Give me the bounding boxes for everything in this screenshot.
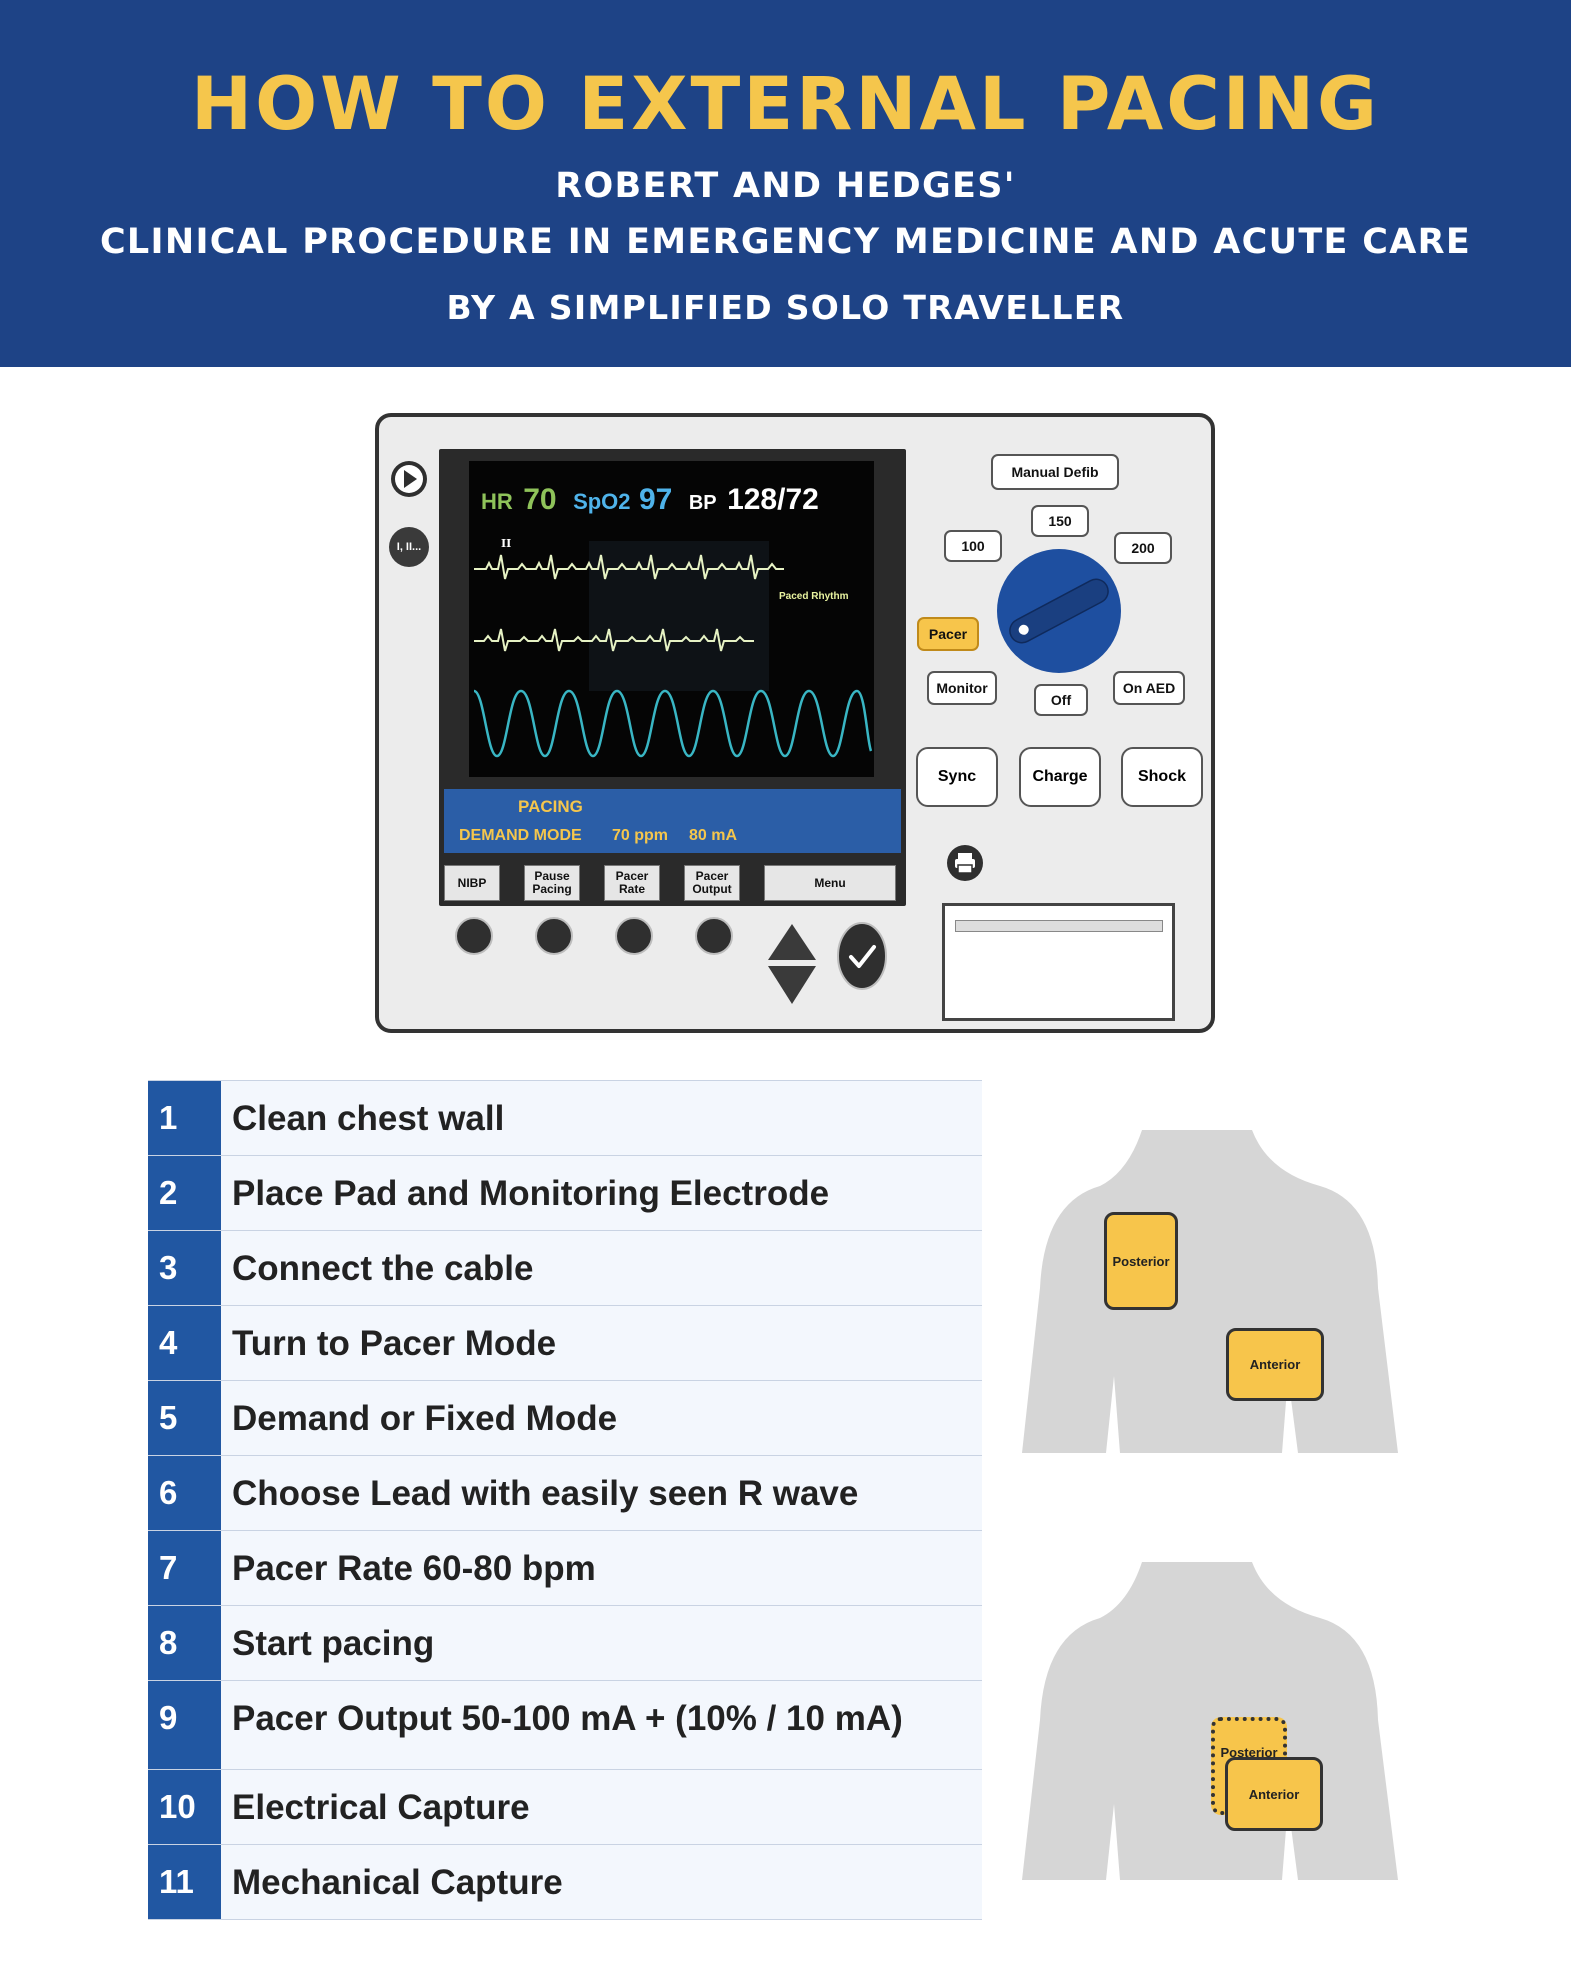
setting-150-joules[interactable]: 150	[1031, 505, 1089, 537]
step-row: 2 Place Pad and Monitoring Electrode	[148, 1156, 982, 1231]
softkey-pacer-output[interactable]: Pacer Output	[684, 865, 740, 901]
step-row: 6 Choose Lead with easily seen R wave	[148, 1456, 982, 1531]
softkey-menu[interactable]: Menu	[764, 865, 896, 901]
step-text: Connect the cable	[221, 1231, 982, 1305]
setting-200-joules[interactable]: 200	[1114, 532, 1172, 564]
step-text: Pacer Rate 60-80 bpm	[221, 1531, 982, 1605]
pad-anterior-aa: Anterior	[1225, 1757, 1323, 1831]
step-row: 9 Pacer Output 50-100 mA + (10% / 10 mA)	[148, 1681, 982, 1770]
step-row: 3 Connect the cable	[148, 1231, 982, 1306]
spo2-value: 97	[638, 483, 673, 516]
charge-button[interactable]: Charge	[1019, 747, 1101, 807]
step-number: 5	[148, 1381, 221, 1455]
subtitle-book: CLINICAL PROCEDURE IN EMERGENCY MEDICINE…	[99, 222, 1472, 262]
pacing-rate: 70 ppm	[612, 827, 669, 844]
step-number: 3	[148, 1231, 221, 1305]
checkmark-confirm-icon[interactable]	[836, 921, 888, 991]
pacing-output: 80 mA	[689, 827, 738, 844]
step-text: Start pacing	[221, 1606, 982, 1680]
bp-label: BP	[688, 492, 717, 514]
setting-100-joules[interactable]: 100	[944, 530, 1002, 562]
step-text: Choose Lead with easily seen R wave	[221, 1456, 982, 1530]
spo2-label: SpO2	[573, 489, 631, 514]
step-text: Clean chest wall	[221, 1081, 982, 1155]
step-number: 2	[148, 1156, 221, 1230]
step-number: 7	[148, 1531, 221, 1605]
step-number: 6	[148, 1456, 221, 1530]
hr-label: HR	[481, 489, 513, 514]
step-text: Turn to Pacer Mode	[221, 1306, 982, 1380]
page-title: HOW TO EXTERNAL PACING	[191, 62, 1380, 147]
torso-anterior-posterior	[1022, 1130, 1398, 1453]
setting-on-aed[interactable]: On AED	[1113, 671, 1185, 705]
defibrillator-device: I, II... HR 70 SpO2 97 BP 128/72 II Pace…	[375, 413, 1215, 1033]
softkey-button-3[interactable]	[615, 917, 653, 955]
up-down-arrows-icon[interactable]	[764, 920, 820, 1010]
bp-value: 128/72	[727, 483, 819, 516]
pacing-status-panel: PACING DEMAND MODE 70 ppm 80 mA	[444, 789, 901, 853]
step-row: 8 Start pacing	[148, 1606, 982, 1681]
step-number: 10	[148, 1770, 221, 1844]
softkey-button-1[interactable]	[455, 917, 493, 955]
rhythm-label: Paced Rhythm	[779, 591, 849, 602]
ecg-trace-2	[474, 628, 754, 652]
hr-value: 70	[523, 483, 557, 516]
softkey-pacer-rate[interactable]: Pacer Rate	[604, 865, 660, 901]
step-row: 7 Pacer Rate 60-80 bpm	[148, 1531, 982, 1606]
ecg-trace-1	[474, 554, 784, 580]
header-banner: HOW TO EXTERNAL PACING ROBERT AND HEDGES…	[0, 0, 1571, 367]
play-icon[interactable]	[389, 459, 429, 499]
step-row: 1 Clean chest wall	[148, 1081, 982, 1156]
step-text: Demand or Fixed Mode	[221, 1381, 982, 1455]
setting-pacer[interactable]: Pacer	[917, 617, 979, 651]
step-number: 4	[148, 1306, 221, 1380]
step-text: Mechanical Capture	[221, 1845, 982, 1919]
torso-anterior-anterior	[1022, 1562, 1398, 1880]
mode-selector-dial[interactable]	[993, 545, 1125, 677]
printer-paper-slot	[942, 903, 1175, 1021]
softkey-pause-pacing[interactable]: Pause Pacing	[524, 865, 580, 901]
pleth-trace	[473, 689, 873, 758]
subtitle-credit: BY A SIMPLIFIED SOLO TRAVELLER	[446, 288, 1125, 327]
setting-manual-defib[interactable]: Manual Defib	[991, 454, 1119, 490]
sync-button[interactable]: Sync	[916, 747, 998, 807]
softkey-nibp[interactable]: NIBP	[444, 865, 500, 901]
ecg-monitor-display: HR 70 SpO2 97 BP 128/72 II Paced Rhythm	[469, 461, 874, 777]
step-row: 11 Mechanical Capture	[148, 1845, 982, 1920]
steps-table: 1 Clean chest wall 2 Place Pad and Monit…	[148, 1080, 982, 1920]
setting-off[interactable]: Off	[1034, 684, 1088, 716]
lead-label: II	[501, 537, 512, 550]
step-number: 1	[148, 1081, 221, 1155]
pacing-title: PACING	[518, 797, 583, 816]
step-text: Electrical Capture	[221, 1770, 982, 1844]
step-number: 8	[148, 1606, 221, 1680]
pad-posterior-ap: Posterior	[1104, 1212, 1178, 1310]
printer-paper	[955, 920, 1163, 932]
screen-bezel: HR 70 SpO2 97 BP 128/72 II Paced Rhythm …	[439, 449, 906, 906]
pad-anterior-ap: Anterior	[1226, 1328, 1324, 1401]
step-number: 11	[148, 1845, 221, 1919]
step-row: 4 Turn to Pacer Mode	[148, 1306, 982, 1381]
lead-select-button[interactable]: I, II...	[389, 527, 429, 567]
subtitle-author: ROBERT AND HEDGES'	[555, 166, 1016, 206]
step-row: 10 Electrical Capture	[148, 1770, 982, 1845]
setting-monitor[interactable]: Monitor	[927, 671, 997, 705]
vitals-row: HR 70 SpO2 97 BP 128/72	[481, 483, 819, 517]
softkey-button-4[interactable]	[695, 917, 733, 955]
printer-icon[interactable]	[945, 843, 985, 883]
shock-button[interactable]: Shock	[1121, 747, 1203, 807]
step-text: Place Pad and Monitoring Electrode	[221, 1156, 982, 1230]
softkey-button-2[interactable]	[535, 917, 573, 955]
step-row: 5 Demand or Fixed Mode	[148, 1381, 982, 1456]
step-number: 9	[148, 1681, 221, 1769]
pacing-mode: DEMAND MODE	[459, 827, 582, 844]
step-text: Pacer Output 50-100 mA + (10% / 10 mA)	[221, 1681, 982, 1769]
ecg-waveforms	[473, 541, 873, 758]
